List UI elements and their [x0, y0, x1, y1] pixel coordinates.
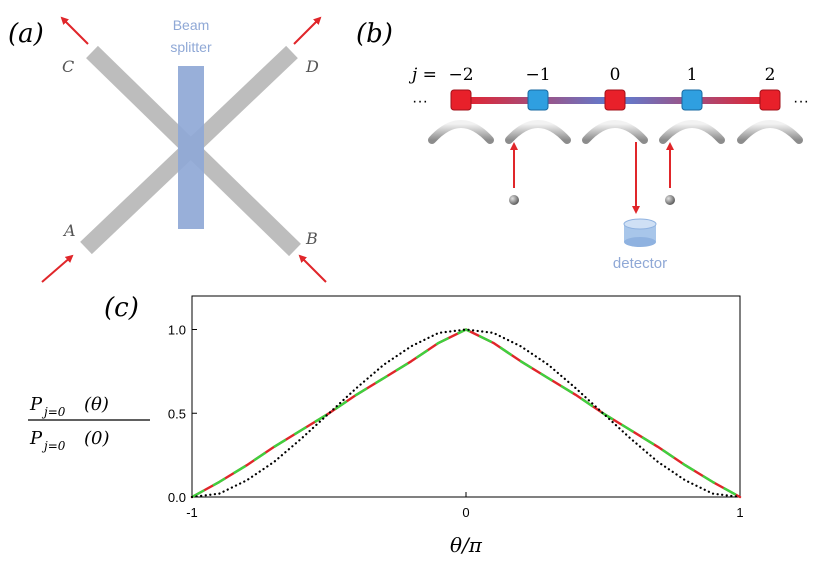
panel-b-label: (b) [356, 19, 393, 49]
coupler-arc-1 [428, 120, 494, 144]
port-d-label: D [305, 57, 319, 76]
panel-a-label: (a) [8, 19, 44, 49]
series-line-solid [190, 328, 742, 499]
coupler-arc-5 [737, 120, 803, 144]
port-b-label: B [305, 229, 318, 248]
ylabel-denominator-sub: j=0 [41, 439, 66, 453]
particle-2 [665, 195, 675, 205]
series-line-dashed [191, 328, 741, 499]
y-tick-label: 1.0 [168, 323, 186, 338]
site-red-j-0 [604, 89, 626, 111]
index-label-1: −1 [525, 65, 550, 85]
panel-c-label: (c) [104, 293, 139, 323]
x-tick-label: 1 [736, 505, 743, 520]
ylabel-numerator-sub: j=0 [41, 405, 66, 419]
site-red-j-2 [759, 89, 781, 111]
x-tick-label: 0 [462, 505, 469, 520]
ylabel-denominator-arg: (0) [84, 428, 110, 449]
site-red-j-neg2 [450, 89, 472, 111]
index-prefix: j = [408, 65, 437, 85]
beam-splitter-label-1: Beam [173, 17, 210, 33]
port-c-label: C [62, 57, 74, 76]
arrow-out-c [60, 16, 89, 45]
site-blue-j-neg1 [527, 89, 549, 111]
port-a-label: A [62, 221, 76, 240]
arrow-in-a [41, 254, 74, 283]
x-axis-label: θ/π [450, 533, 483, 557]
beam-splitter [178, 66, 204, 229]
ylabel-numerator-arg: (θ) [84, 394, 109, 415]
beam-splitter-label-2: splitter [170, 39, 212, 55]
index-label-2: 0 [610, 65, 621, 85]
detector-icon [623, 218, 657, 247]
index-label-0: −2 [448, 65, 473, 85]
panel-b: (b) j = −2 −1 0 1 2 ··· ··· [356, 19, 809, 272]
ellipsis-right: ··· [793, 93, 809, 110]
coupler-arc-3 [582, 120, 648, 144]
site-blue-j-1 [681, 89, 703, 111]
y-tick-label: 0.0 [168, 490, 186, 505]
arrow-in-b [298, 254, 327, 283]
y-tick-label: 0.5 [168, 406, 186, 421]
plot-curves [190, 328, 742, 499]
arrow-out-d [293, 16, 322, 45]
series-line-dotted [190, 328, 742, 499]
axis-ticks: -1 0 1 0.0 0.5 1.0 [168, 323, 744, 521]
ylabel-denominator: P [29, 428, 43, 449]
y-axis-label: P j=0 (θ) P j=0 (0) [28, 394, 150, 453]
particle-1 [509, 195, 519, 205]
ellipsis-left: ··· [412, 93, 428, 110]
panel-c: (c) P j=0 (θ) P j=0 (0) -1 0 1 0.0 0.5 1.0 θ/… [28, 293, 744, 557]
plot-frame [191, 295, 741, 498]
coupler-arc-2 [505, 120, 571, 144]
index-label-4: 2 [765, 65, 776, 85]
detector-label: detector [613, 255, 667, 272]
coupler-arc-4 [659, 120, 725, 144]
ylabel-numerator: P [29, 394, 43, 415]
x-tick-label: -1 [186, 505, 198, 520]
panel-a: (a) Beam splitter C D A B [8, 16, 327, 283]
index-label-3: 1 [687, 65, 698, 85]
